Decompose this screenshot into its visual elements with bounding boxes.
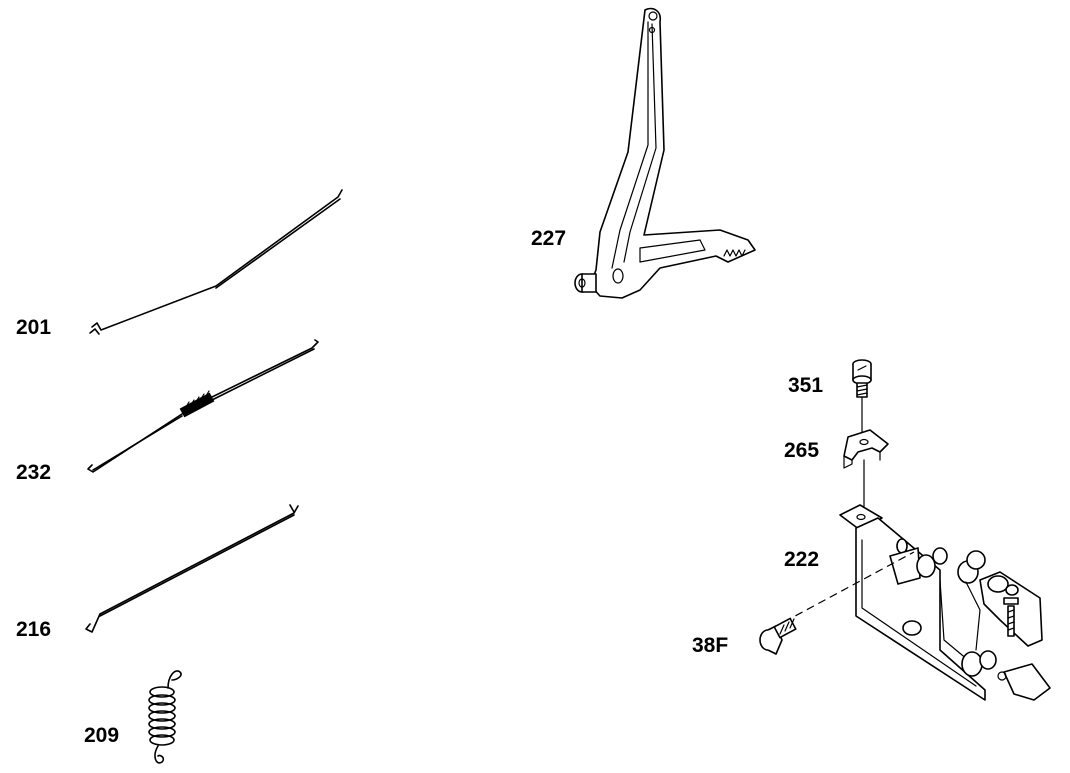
label-38F: 38F <box>692 634 728 657</box>
label-351: 351 <box>788 374 823 397</box>
adjust-screw <box>1003 584 1019 637</box>
screw-38F <box>759 617 797 655</box>
screw-351 <box>852 359 872 398</box>
spring-coils <box>148 686 176 746</box>
spring-209 <box>148 670 182 764</box>
coil-spring-on-rod <box>179 390 215 418</box>
label-227: 227 <box>531 227 566 250</box>
label-232: 232 <box>16 461 51 484</box>
bracket-222 <box>839 504 1051 701</box>
label-201: 201 <box>16 316 51 339</box>
label-216: 216 <box>16 618 51 641</box>
pivot-bushing <box>574 273 597 293</box>
label-265: 265 <box>784 439 819 462</box>
pulley-lower <box>961 650 997 677</box>
label-222: 222 <box>784 548 819 571</box>
spring-link-232 <box>87 339 319 473</box>
wire-216 <box>85 504 299 633</box>
leader-38F-222 <box>783 551 915 623</box>
wire-201 <box>89 189 343 335</box>
pulley-upper <box>916 547 986 584</box>
label-209: 209 <box>84 724 119 747</box>
lever-227 <box>574 7 756 299</box>
clip-265 <box>843 429 889 469</box>
